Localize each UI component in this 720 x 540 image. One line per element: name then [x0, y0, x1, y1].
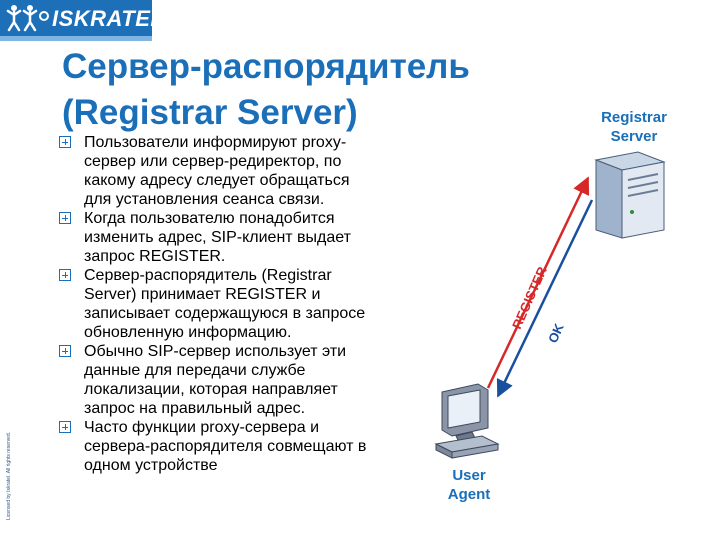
bullet-item: Когда пользователю понадобится изменить …	[58, 209, 378, 266]
server-label: Registrar Server	[601, 109, 667, 145]
bullet-text: Когда пользователю понадобится изменить …	[84, 210, 351, 265]
bullet-item: Часто функции proxy-сервера и сервера-ра…	[58, 418, 378, 475]
slide-title: Сервер-распорядитель (Registrar Server)	[62, 44, 532, 136]
register-arrow	[486, 176, 590, 389]
bullet-plus-icon	[59, 345, 71, 357]
bullet-text: Часто функции proxy-сервера и сервера-ра…	[84, 419, 367, 474]
bullet-plus-icon	[59, 269, 71, 281]
logo-text: ISKRATEL	[52, 6, 165, 31]
ok-arrow-label: OK	[545, 321, 567, 345]
bullet-plus-icon	[59, 212, 71, 224]
bullet-text: Пользователи информируют proxy-сервер ил…	[84, 134, 350, 208]
iskratel-logo: ISKRATEL	[0, 0, 164, 36]
title-line-1: Сервер-распорядитель	[62, 47, 470, 86]
bullet-item: Пользователи информируют proxy-сервер ил…	[58, 133, 378, 209]
logo-stripe	[0, 36, 152, 41]
bullet-list: Пользователи информируют proxy-сервер ил…	[58, 133, 378, 475]
bullet-item: Сервер-распорядитель (Registrar Server) …	[58, 266, 378, 342]
bullet-plus-icon	[59, 421, 71, 433]
user-agent-label: User Agent	[447, 467, 491, 503]
server-tower-icon	[594, 151, 666, 239]
bullet-text: Обычно SIP-сервер использует эти данные …	[84, 343, 347, 417]
ok-arrow	[496, 199, 594, 398]
bullet-plus-icon	[59, 136, 71, 148]
desktop-pc-icon	[434, 383, 500, 459]
iskratel-logo-icon	[6, 5, 49, 32]
bullet-text: Сервер-распорядитель (Registrar Server) …	[84, 267, 366, 341]
bullet-item: Обычно SIP-сервер использует эти данные …	[58, 342, 378, 418]
title-line-2: (Registrar Server)	[62, 93, 358, 132]
